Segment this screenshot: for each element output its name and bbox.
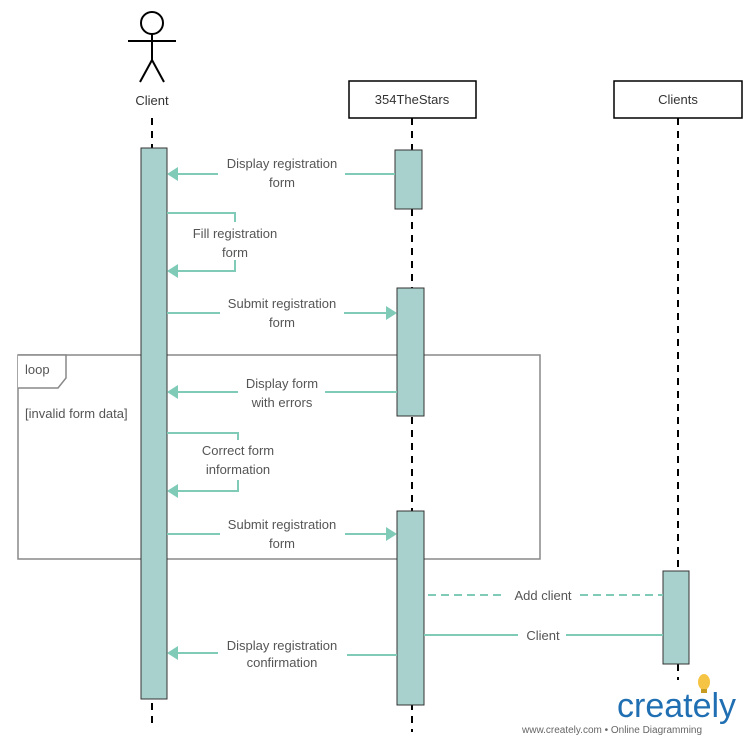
participant-label: 354TheStars — [375, 92, 450, 107]
arrow-left-icon — [167, 484, 178, 498]
message-label: Submit registration — [228, 517, 336, 532]
message-label: Display form — [246, 376, 318, 391]
message-label: Display registration — [227, 638, 338, 653]
activation-354thestars-1[interactable] — [394, 149, 423, 210]
arrow-right-icon — [386, 306, 397, 320]
loop-operator-label: loop — [25, 362, 50, 377]
actor-label: Client — [135, 93, 169, 108]
message-label: with errors — [251, 395, 313, 410]
client-actor[interactable]: Client — [128, 11, 176, 108]
message-display-registration-confirmation[interactable]: Display registration confirmation — [167, 638, 397, 670]
message-label: Client — [526, 628, 560, 643]
participant-label: Clients — [658, 92, 698, 107]
watermark-footer: www.creately.com • Online Diagramming — [521, 725, 702, 736]
message-label: Correct form — [202, 443, 274, 458]
message-label: Fill registration — [193, 226, 278, 241]
message-display-form-with-errors[interactable]: Display form with errors — [167, 376, 397, 410]
message-label: information — [206, 462, 270, 477]
activation-354thestars-3[interactable] — [396, 510, 425, 706]
loop-fragment[interactable]: loop [invalid form data] — [17, 354, 541, 560]
activation-clients[interactable] — [662, 570, 690, 665]
participant-clients[interactable]: Clients — [613, 80, 743, 119]
activation-354thestars-2[interactable] — [396, 287, 425, 417]
message-submit-registration-form[interactable]: Submit registration form — [167, 296, 397, 330]
participant-354thestars[interactable]: 354TheStars — [348, 80, 477, 119]
brand-text: creately — [617, 687, 736, 725]
arrow-left-icon — [167, 646, 178, 660]
message-label: Display registration — [227, 156, 338, 171]
message-correct-form-information[interactable]: Correct form information — [167, 432, 274, 498]
actor-head-icon — [140, 11, 164, 35]
loop-guard-label: [invalid form data] — [25, 406, 128, 421]
message-label: form — [269, 315, 295, 330]
creately-logo: creately www.creately.com • Online Diagr… — [521, 674, 736, 736]
message-client-return[interactable]: Client — [424, 628, 663, 643]
message-add-client[interactable]: Add client — [428, 588, 663, 603]
lightbulb-icon — [698, 674, 710, 690]
message-label: form — [222, 245, 248, 260]
activation-client[interactable] — [140, 147, 168, 700]
message-label: Submit registration — [228, 296, 336, 311]
message-label: form — [269, 175, 295, 190]
message-fill-registration-form[interactable]: Fill registration form — [167, 212, 278, 278]
arrow-right-icon — [386, 527, 397, 541]
message-label: confirmation — [247, 655, 318, 670]
message-label: Add client — [514, 588, 571, 603]
arrow-left-icon — [167, 385, 178, 399]
arrow-left-icon — [167, 264, 178, 278]
message-label: form — [269, 536, 295, 551]
arrow-left-icon — [167, 167, 178, 181]
message-submit-registration-form-retry[interactable]: Submit registration form — [167, 517, 397, 551]
message-display-registration-form[interactable]: Display registration form — [167, 156, 395, 190]
